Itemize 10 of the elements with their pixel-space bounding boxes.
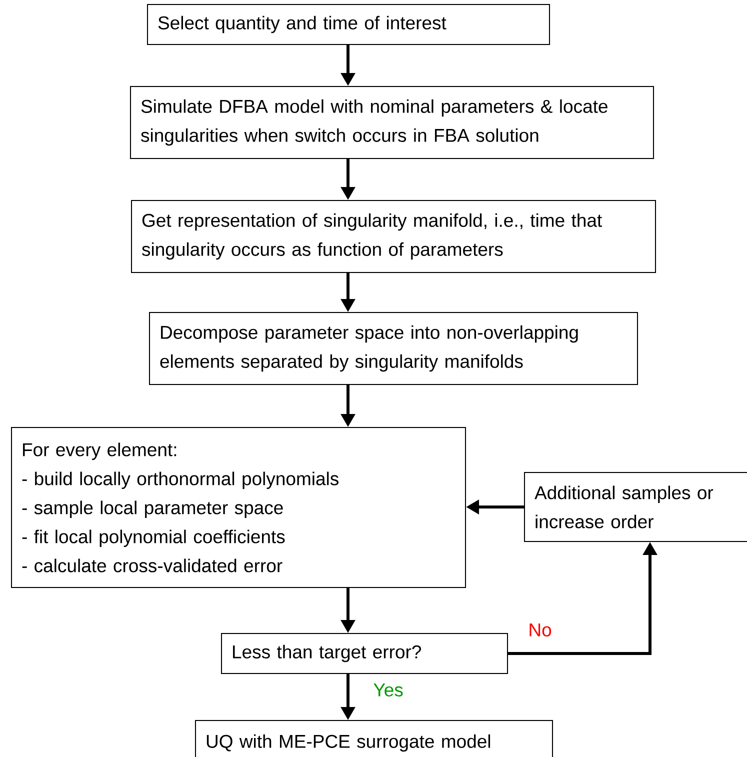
decision-box: Less than target error? — [221, 633, 508, 674]
process-box: Additional samples or increase order — [524, 472, 747, 542]
process-box: For every element: - build locally orthonormal polynomials - sample local parameter space - fit local polynomial coefficients - calculate cross-validated error — [11, 427, 466, 588]
process-box: Select quantity and time of interest — [147, 4, 550, 45]
process-box: Get representation of singularity manifold, i.e., time that singularity occurs as function of parameters — [131, 200, 656, 273]
edge-label: No — [527, 622, 553, 638]
edge-label: Yes — [372, 682, 404, 698]
process-box: Simulate DFBA model with nominal parameters & locate singularities when switch occurs in FBA solution — [130, 86, 654, 159]
process-box: Decompose parameter space into non-overlapping elements separated by singularity manifolds — [149, 312, 638, 385]
terminal-box: UQ with ME-PCE surrogate model — [195, 720, 553, 757]
